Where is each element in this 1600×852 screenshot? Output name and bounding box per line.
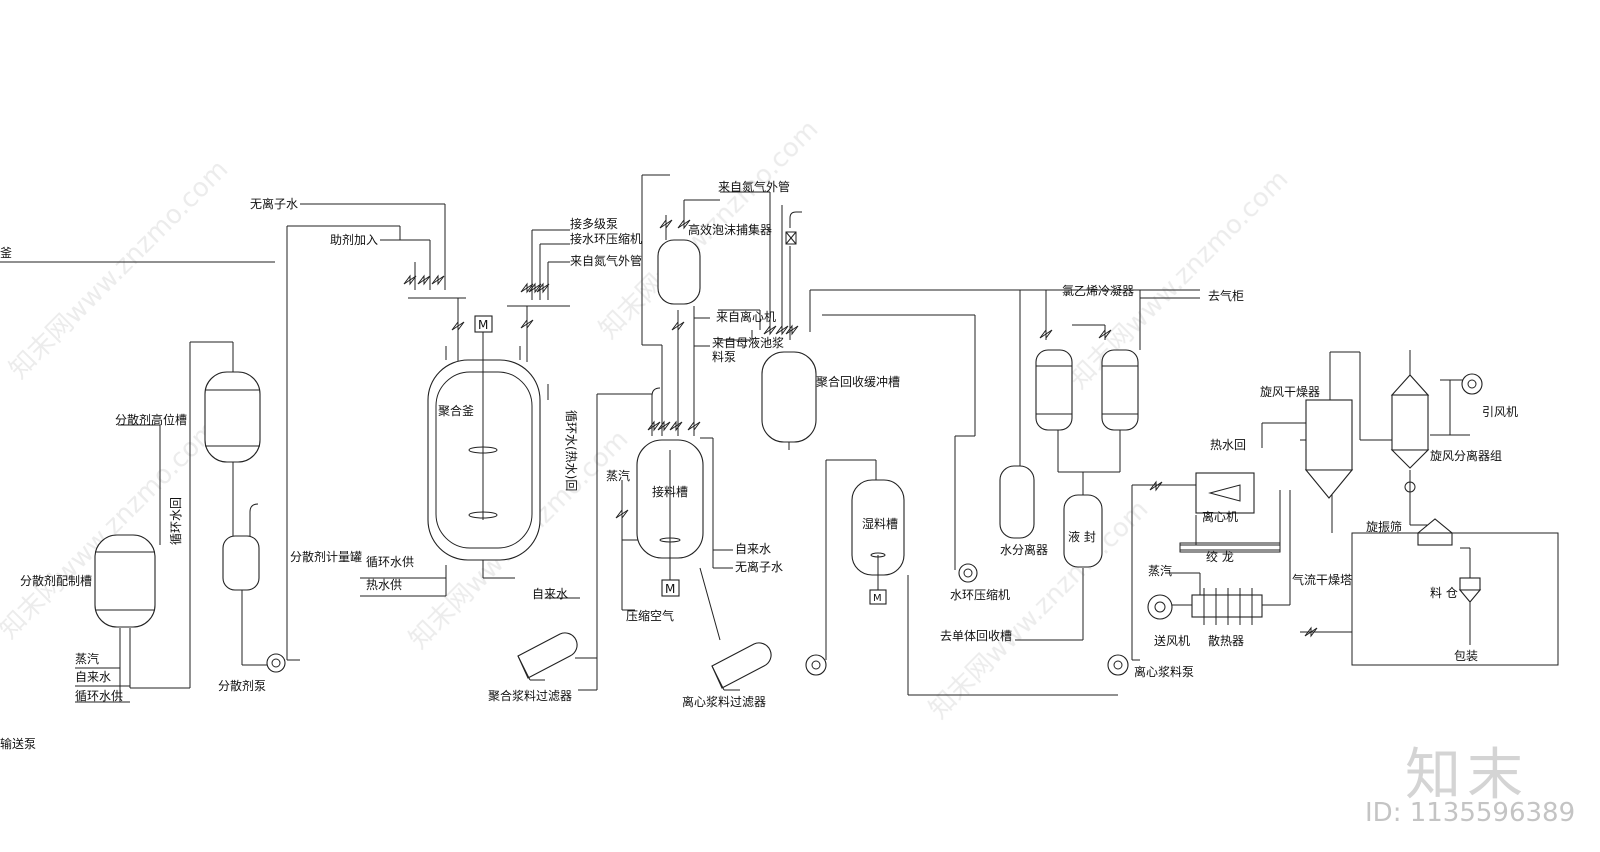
recovery-buffer-tank: [761, 351, 817, 443]
label: 水环压缩机: [950, 587, 1010, 602]
cyclone-separator-group: [1390, 374, 1430, 493]
polymer-slurry-filter: [517, 632, 578, 681]
dispersant-head-tank: [204, 371, 261, 463]
centrifuge: [1195, 472, 1255, 514]
centrifuge-slurry-pump: [1107, 654, 1129, 676]
water-ring-compressor: [958, 563, 978, 583]
label: 无离子水: [735, 559, 783, 574]
label: 离心机: [1202, 509, 1238, 524]
label: 聚合回收缓冲槽: [816, 374, 900, 389]
label: 旋风干燥器: [1260, 385, 1320, 399]
label: 送风机: [1154, 633, 1190, 648]
label: 循环水供: [75, 689, 123, 703]
polymerization-reactor: [427, 359, 541, 561]
liquid-seal: [1063, 494, 1103, 568]
vcm-condenser-1: [1035, 349, 1073, 431]
label: 旋风分离器组: [1430, 448, 1502, 463]
centrifuge-slurry-filter: [711, 642, 772, 691]
label: 来自氮气外管: [570, 253, 642, 268]
screw-conveyor: [1179, 542, 1281, 553]
foam-catcher: [657, 239, 701, 305]
label: 接料槽: [652, 484, 688, 499]
label: 高效泡沫捕集器: [688, 222, 772, 237]
label: 分散剂配制槽: [20, 573, 92, 588]
material-silo: [1458, 577, 1482, 603]
valve-symbols: [403, 211, 1318, 638]
labels: 釜 无离子水 助剂加入 接多级泵 接水环压缩机 来自氮气外管 来自氮气外管 高效…: [0, 179, 1518, 751]
watermark-text: 知末网www.znzmo.com: [1064, 164, 1295, 395]
label: 助剂加入: [330, 232, 378, 247]
label: 绞 龙: [1206, 549, 1234, 564]
watermark-text: 知末网www.znzmo.com: [4, 154, 235, 385]
label: 分散剂高位槽: [115, 412, 187, 427]
equipment: M M M: [94, 239, 1483, 691]
watermark-brand: 知末: [1405, 743, 1529, 808]
label: 包装: [1454, 649, 1478, 663]
label: 水分离器: [1000, 542, 1048, 557]
watermark-text: 知末网www.znzmo.com: [924, 494, 1155, 725]
label: 接水环压缩机: [570, 231, 642, 246]
label: 循环水(热水)回: [564, 410, 578, 491]
label: 蒸汽: [75, 651, 99, 666]
label: 液 封: [1068, 529, 1096, 544]
label: 料 仓: [1430, 586, 1458, 600]
label: 气流干燥塔: [1292, 572, 1352, 587]
label: 分散剂计量罐: [290, 549, 362, 564]
wet-tank-pump: [805, 654, 827, 676]
piping: [0, 174, 1559, 703]
label: 自来水: [532, 587, 568, 601]
watermark-layer: 知末网www.znzmo.com 知末网www.znzmo.com 知末网www…: [0, 114, 1294, 725]
label: 来自氮气外管: [718, 179, 790, 194]
label: 釜: [0, 245, 12, 260]
label: 聚合浆料过滤器: [488, 688, 572, 703]
label: 离心浆料过滤器: [682, 694, 766, 709]
label: 热水回: [1210, 438, 1246, 452]
label: 自来水: [735, 542, 771, 556]
label: 引风机: [1482, 405, 1518, 419]
dispersant-metering-tank: [222, 535, 260, 591]
label: 料泵: [712, 350, 736, 364]
label: 湿料槽: [862, 516, 898, 531]
motor-label: M: [665, 582, 675, 596]
label: 蒸汽: [606, 468, 630, 483]
label: 循环水供: [366, 555, 414, 569]
label: 自来水: [75, 670, 111, 684]
label: 热水供: [366, 578, 402, 592]
dispersant-prep-tank: [94, 534, 156, 628]
induced-draft-fan: [1461, 373, 1483, 395]
label: 无离子水: [250, 196, 298, 211]
label: 分散剂泵: [218, 678, 266, 693]
label: 去气柜: [1208, 288, 1244, 303]
label: 输送泵: [0, 736, 36, 751]
label: 旋振筛: [1366, 519, 1402, 534]
label: 散热器: [1208, 633, 1244, 648]
dispersant-pump: [266, 653, 286, 673]
vibrating-screen: [1416, 518, 1454, 546]
water-separator: [999, 465, 1035, 539]
label: 聚合釜: [438, 403, 474, 418]
label: 氯乙烯冷凝器: [1062, 283, 1134, 298]
label: 压缩空气: [626, 608, 674, 623]
motor-label: M: [873, 593, 882, 604]
watermark-id: ID: 1135596389: [1365, 798, 1576, 828]
label: 蒸汽: [1148, 563, 1172, 578]
vcm-condenser-2: [1101, 349, 1139, 431]
cyclone-dryer: [1304, 399, 1354, 499]
label: 来自离心机: [716, 309, 776, 324]
label: 离心浆料泵: [1134, 664, 1194, 679]
motor-label: M: [478, 318, 488, 332]
label: 接多级泵: [570, 216, 618, 231]
label: 来自母液池浆: [712, 335, 784, 350]
label: 去单体回收槽: [940, 629, 1012, 643]
blower: [1147, 594, 1173, 620]
label: 循环水回: [169, 497, 183, 545]
radiator: [1191, 594, 1263, 618]
